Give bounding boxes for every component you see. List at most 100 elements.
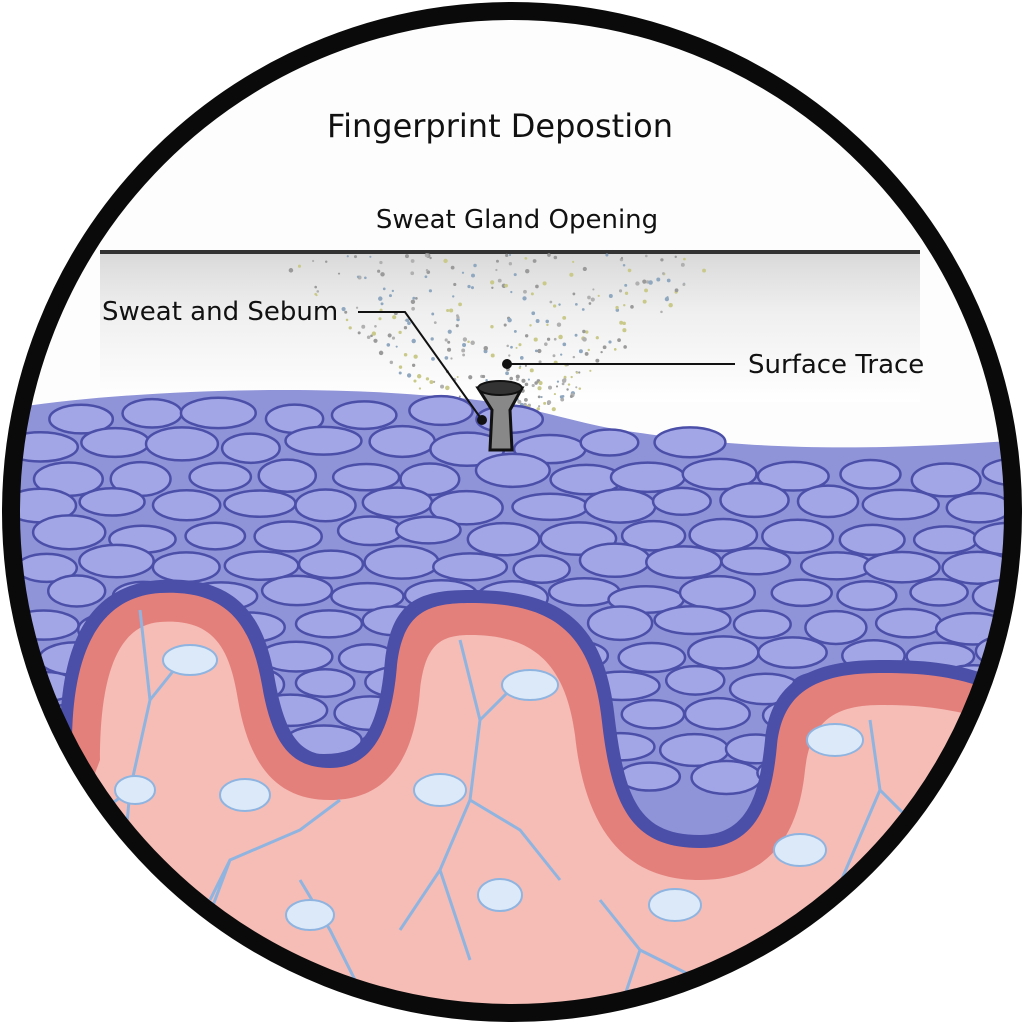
- sweat-particle: [619, 320, 624, 325]
- epidermal-cell: [981, 457, 1006, 487]
- sweat-particle: [444, 356, 449, 360]
- sweat-particle: [544, 342, 548, 346]
- sweat-particle: [578, 371, 581, 374]
- sweat-particle: [455, 324, 459, 328]
- sweat-particle: [553, 255, 558, 260]
- sweat-particle: [462, 337, 468, 342]
- epidermal-cell: [363, 544, 440, 580]
- sweat-particle: [361, 324, 366, 329]
- epidermal-cell: [945, 491, 1006, 524]
- sweat-particle: [398, 365, 403, 369]
- dermis-layer: [18, 621, 1006, 1006]
- sweat-particle: [316, 290, 320, 293]
- epidermal-cell: [336, 515, 404, 547]
- sweat-particle: [382, 287, 386, 291]
- sweat-particle: [379, 308, 383, 312]
- epidermal-cell: [653, 426, 727, 459]
- sweat-particle: [617, 338, 621, 343]
- sweat-particle: [562, 315, 567, 320]
- sweat-particle: [413, 354, 418, 359]
- sweat-particle: [391, 289, 395, 293]
- sweat-particle: [680, 262, 685, 267]
- epidermal-cell: [260, 574, 334, 607]
- sweat-particle: [560, 353, 563, 356]
- sweat-particle: [555, 385, 559, 388]
- sweat-particle: [471, 273, 476, 278]
- sweat-particle: [424, 275, 428, 279]
- sweat-particle: [428, 289, 433, 293]
- sweat-particle: [403, 326, 408, 330]
- sweat-particle: [608, 340, 612, 344]
- sweat-particle: [412, 296, 416, 300]
- sweat-particle: [504, 283, 508, 288]
- sweat-particle: [624, 291, 629, 295]
- sweat-particle: [531, 311, 536, 316]
- sweat-particle: [644, 288, 648, 293]
- sweat-particle: [556, 322, 562, 327]
- sweat-particle: [575, 302, 578, 306]
- sweat-particle: [566, 388, 569, 391]
- sweat-particle: [515, 374, 520, 379]
- sweat-particle: [564, 378, 567, 381]
- sweat-particle: [490, 325, 494, 329]
- sweat-particle: [529, 324, 532, 327]
- epidermal-cell: [909, 577, 969, 607]
- epidermal-cell: [18, 552, 79, 584]
- sweat-particle: [378, 317, 382, 321]
- sweat-particle: [630, 305, 634, 309]
- sweat-particle: [356, 275, 360, 279]
- sweat-particle: [344, 310, 348, 314]
- sweat-particle: [508, 253, 512, 257]
- epidermal-cell: [253, 520, 323, 553]
- sweat-particle: [615, 305, 619, 310]
- sweat-particle: [516, 378, 519, 382]
- epidermal-cell: [770, 578, 833, 608]
- sweat-particle: [497, 278, 502, 283]
- sweat-particle: [458, 395, 461, 398]
- epidermal-cell: [512, 554, 571, 584]
- sweat-particle: [542, 281, 547, 286]
- epidermal-cell: [361, 486, 434, 519]
- sweat-particle: [430, 337, 434, 341]
- sweat-particle: [425, 377, 430, 381]
- sweat-particle: [664, 296, 670, 302]
- sweat-particle: [348, 326, 352, 330]
- sweat-particle: [407, 321, 411, 326]
- sweat-particle: [387, 333, 392, 338]
- sweat-particle: [410, 299, 416, 304]
- sweat-particle: [543, 401, 547, 405]
- sweat-particle: [523, 402, 527, 407]
- sweat-particle: [518, 366, 522, 370]
- sweat-particle: [648, 280, 653, 285]
- sweat-particle: [410, 271, 415, 276]
- sweat-particle: [535, 284, 539, 289]
- sweat-particle: [386, 343, 391, 347]
- sweat-particle: [357, 331, 361, 335]
- sweat-particle: [354, 255, 357, 259]
- sweat-particle: [429, 256, 432, 260]
- epidermal-cell: [617, 641, 687, 674]
- sweat-particle: [524, 256, 528, 260]
- sweat-particle: [462, 343, 467, 348]
- sweat-particle: [519, 356, 524, 360]
- sweat-particle: [538, 381, 543, 386]
- epidermal-cell: [586, 605, 654, 642]
- epidermal-cell: [796, 484, 860, 519]
- sweat-particle: [587, 348, 590, 352]
- sweat-particle: [481, 374, 486, 379]
- sweat-particle: [683, 257, 686, 261]
- sweat-particle: [558, 303, 561, 306]
- sweat-particle: [584, 352, 589, 356]
- epidermal-cell: [284, 425, 363, 456]
- sweat-particle: [510, 290, 513, 294]
- epidermal-cell: [474, 452, 551, 489]
- epidermal-cell: [294, 609, 364, 639]
- epidermal-cell: [294, 667, 356, 699]
- sweat-particle: [378, 350, 384, 356]
- sweat-particle: [418, 387, 422, 390]
- sweat-particle: [513, 329, 517, 333]
- sweat-particle: [618, 289, 623, 293]
- sweat-particle: [662, 272, 665, 275]
